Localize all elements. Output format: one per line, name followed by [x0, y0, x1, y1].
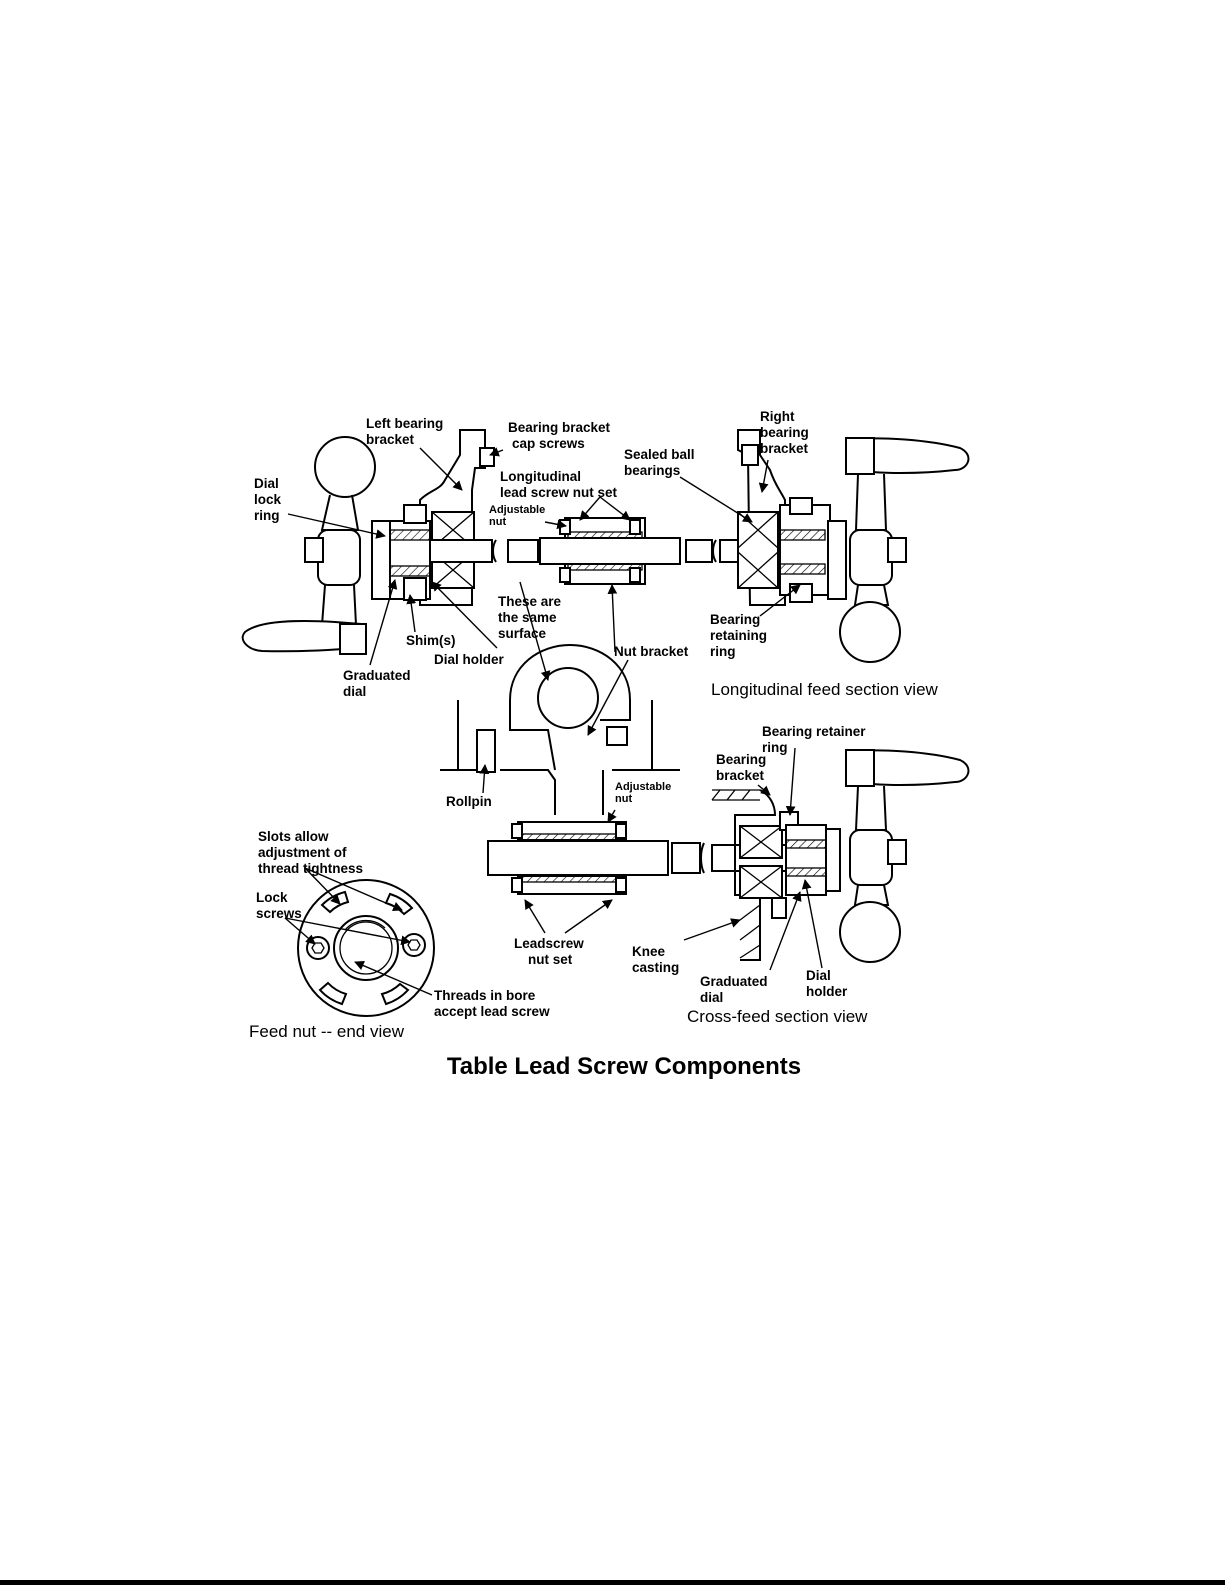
cross-feed-section — [487, 749, 970, 963]
leader-lines — [284, 447, 823, 996]
figure-caption: Table Lead Screw Components — [447, 1053, 801, 1080]
label-sealed-ball-bearings: Sealed ball bearings — [624, 447, 698, 478]
label-right-bearing-bracket: Right bearing bracket — [760, 409, 813, 456]
right-crank-handle — [839, 437, 970, 663]
label-knee-casting: Knee casting — [632, 944, 679, 975]
left-crank-handle — [241, 436, 376, 655]
title-cross-feed-view: Cross-feed section view — [687, 1007, 868, 1026]
cross-feed-bearing-bracket — [711, 789, 841, 961]
label-nut-bracket: Nut bracket — [614, 644, 689, 659]
label-bearing-bracket-cross: Bearing bracket — [716, 752, 770, 783]
nut-bracket-end-view — [440, 643, 680, 815]
title-feed-nut-view: Feed nut -- end view — [249, 1022, 405, 1041]
cross-feed-nut-set — [511, 821, 627, 895]
label-bearing-retainer-ring: Bearing retainer ring — [762, 724, 869, 755]
label-slots-allow: Slots allow adjustment of thread tightne… — [258, 829, 363, 876]
label-dial-lock-ring: Dial lock ring — [254, 476, 285, 523]
page-bottom-rule — [0, 1580, 1225, 1585]
title-longitudinal-view: Longitudinal feed section view — [711, 680, 939, 699]
label-adjustable-nut-top: Adjustable nut — [489, 504, 548, 528]
longitudinal-nut-set — [559, 517, 646, 585]
label-dial-holder-cross: Dial holder — [806, 968, 848, 999]
label-longitudinal-nut-set: Longitudinal lead screw nut set — [500, 469, 618, 500]
right-bearing-bracket — [737, 429, 847, 606]
label-graduated-dial-cross: Graduated dial — [700, 974, 771, 1005]
label-graduated-dial-left: Graduated dial — [343, 668, 414, 699]
longitudinal-section — [241, 429, 970, 663]
label-adjustable-nut-mid: Adjustable nut — [615, 781, 674, 805]
label-lock-screws: Lock screws — [256, 890, 302, 921]
left-bearing-bracket — [371, 429, 495, 606]
label-threads-in-bore: Threads in bore accept lead screw — [434, 988, 550, 1019]
part-labels: Left bearing bracket Bearing bracket cap… — [249, 409, 939, 1080]
label-these-same-surface: These are the same surface — [498, 594, 565, 641]
label-bearing-retaining-ring: Bearing retaining ring — [710, 612, 771, 659]
label-left-bearing-bracket: Left bearing bracket — [366, 416, 447, 447]
label-bearing-bracket-cap-screws: Bearing bracket cap screws — [508, 420, 614, 451]
label-rollpin: Rollpin — [446, 794, 492, 809]
cross-feed-crank-handle — [839, 749, 970, 963]
longitudinal-lead-screw — [429, 537, 781, 565]
label-dial-holder-left: Dial holder — [434, 652, 505, 667]
label-shims: Shim(s) — [406, 633, 456, 648]
label-leadscrew-nut-set: Leadscrew nut set — [514, 936, 588, 967]
feed-nut-end-view — [297, 879, 435, 1017]
